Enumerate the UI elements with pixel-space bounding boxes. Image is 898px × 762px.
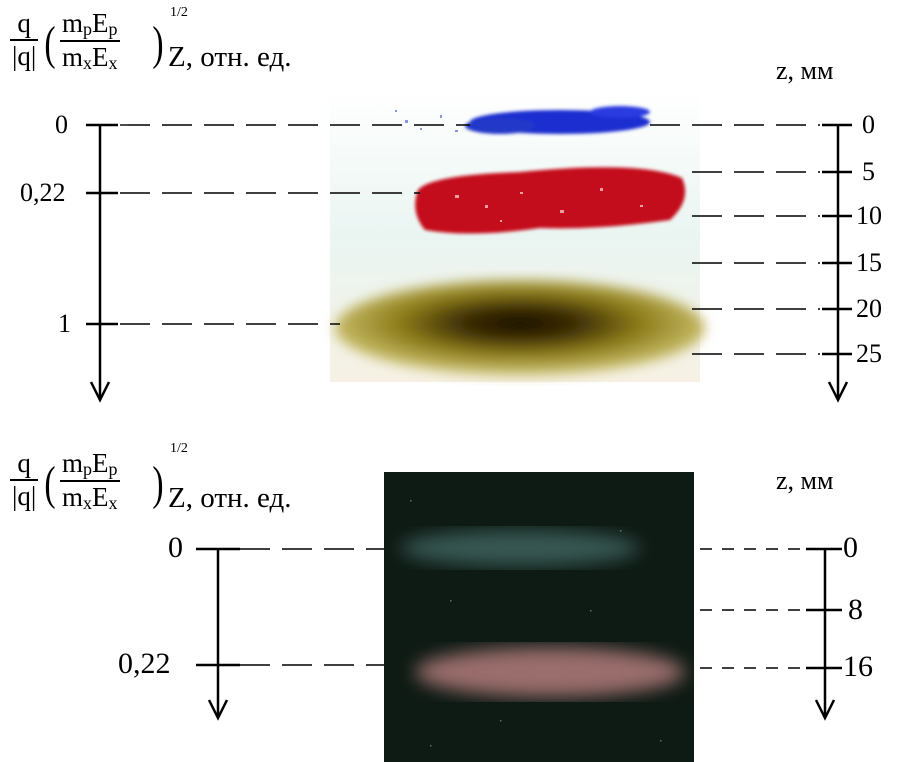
mass-energy-ratio-bottom: mpEp mxEx [60, 448, 120, 514]
blue-band [465, 106, 650, 134]
top-photo [330, 90, 705, 382]
right-guides-top [650, 124, 820, 355]
right-tick-top-5: 25 [856, 339, 882, 368]
exponent: 1/2 [170, 5, 188, 20]
q-over-abs-q-bottom: q |q| [10, 448, 39, 512]
left-tick-bottom-0: 0 [168, 531, 183, 564]
right-guides-bottom [700, 548, 804, 669]
exponent-bottom: 1/2 [170, 441, 188, 456]
denominator: mxEx [60, 480, 120, 513]
right-tick-top-1: 5 [862, 157, 875, 186]
olive-band [335, 280, 705, 376]
abs-q: |q| [10, 479, 39, 511]
left-tick-bottom-1: 0,22 [118, 647, 171, 680]
mass-energy-ratio: mpEp mxEx [60, 8, 120, 74]
right-tick-top-3: 15 [856, 248, 882, 277]
left-guides-bottom [240, 548, 384, 666]
left-guides-top [120, 124, 470, 325]
right-axis-bottom [806, 547, 842, 721]
left-tick-top-2: 1 [58, 309, 71, 338]
right-tick-top-4: 20 [856, 294, 882, 323]
left-tick-top-1: 0,22 [20, 178, 66, 207]
right-axis-top [822, 123, 852, 403]
left-paren-bottom: ( [44, 457, 56, 510]
left-tick-top-0: 0 [55, 110, 68, 139]
formula-tail-bottom: Z, отн. ед. [168, 482, 292, 514]
right-tick-top-0: 0 [862, 110, 875, 139]
left-paren: ( [44, 17, 56, 70]
numerator: mpEp [62, 8, 118, 39]
bottom-photo [384, 472, 694, 762]
right-paren: ) [152, 17, 164, 70]
right-tick-bottom-2: 16 [843, 650, 873, 683]
right-tick-bottom-0: 0 [843, 531, 858, 564]
right-tick-bottom-1: 8 [848, 593, 863, 626]
right-axis-label-bottom: z, мм [776, 466, 834, 495]
top-panel-graphics [86, 90, 852, 403]
abs-q: |q| [10, 39, 39, 71]
q: q [17, 448, 31, 478]
left-axis-top [86, 123, 118, 403]
denominator: mxEx [60, 40, 120, 73]
right-axis-label-top: z, мм [776, 56, 834, 85]
q-over-abs-q: q |q| [10, 8, 39, 72]
red-band [415, 167, 686, 234]
right-tick-top-2: 10 [856, 201, 882, 230]
q: q [17, 8, 31, 38]
left-axis-bottom [196, 547, 240, 721]
right-paren-bottom: ) [152, 457, 164, 510]
formula-tail: Z, отн. ед. [168, 41, 292, 73]
numerator: mpEp [62, 448, 118, 479]
